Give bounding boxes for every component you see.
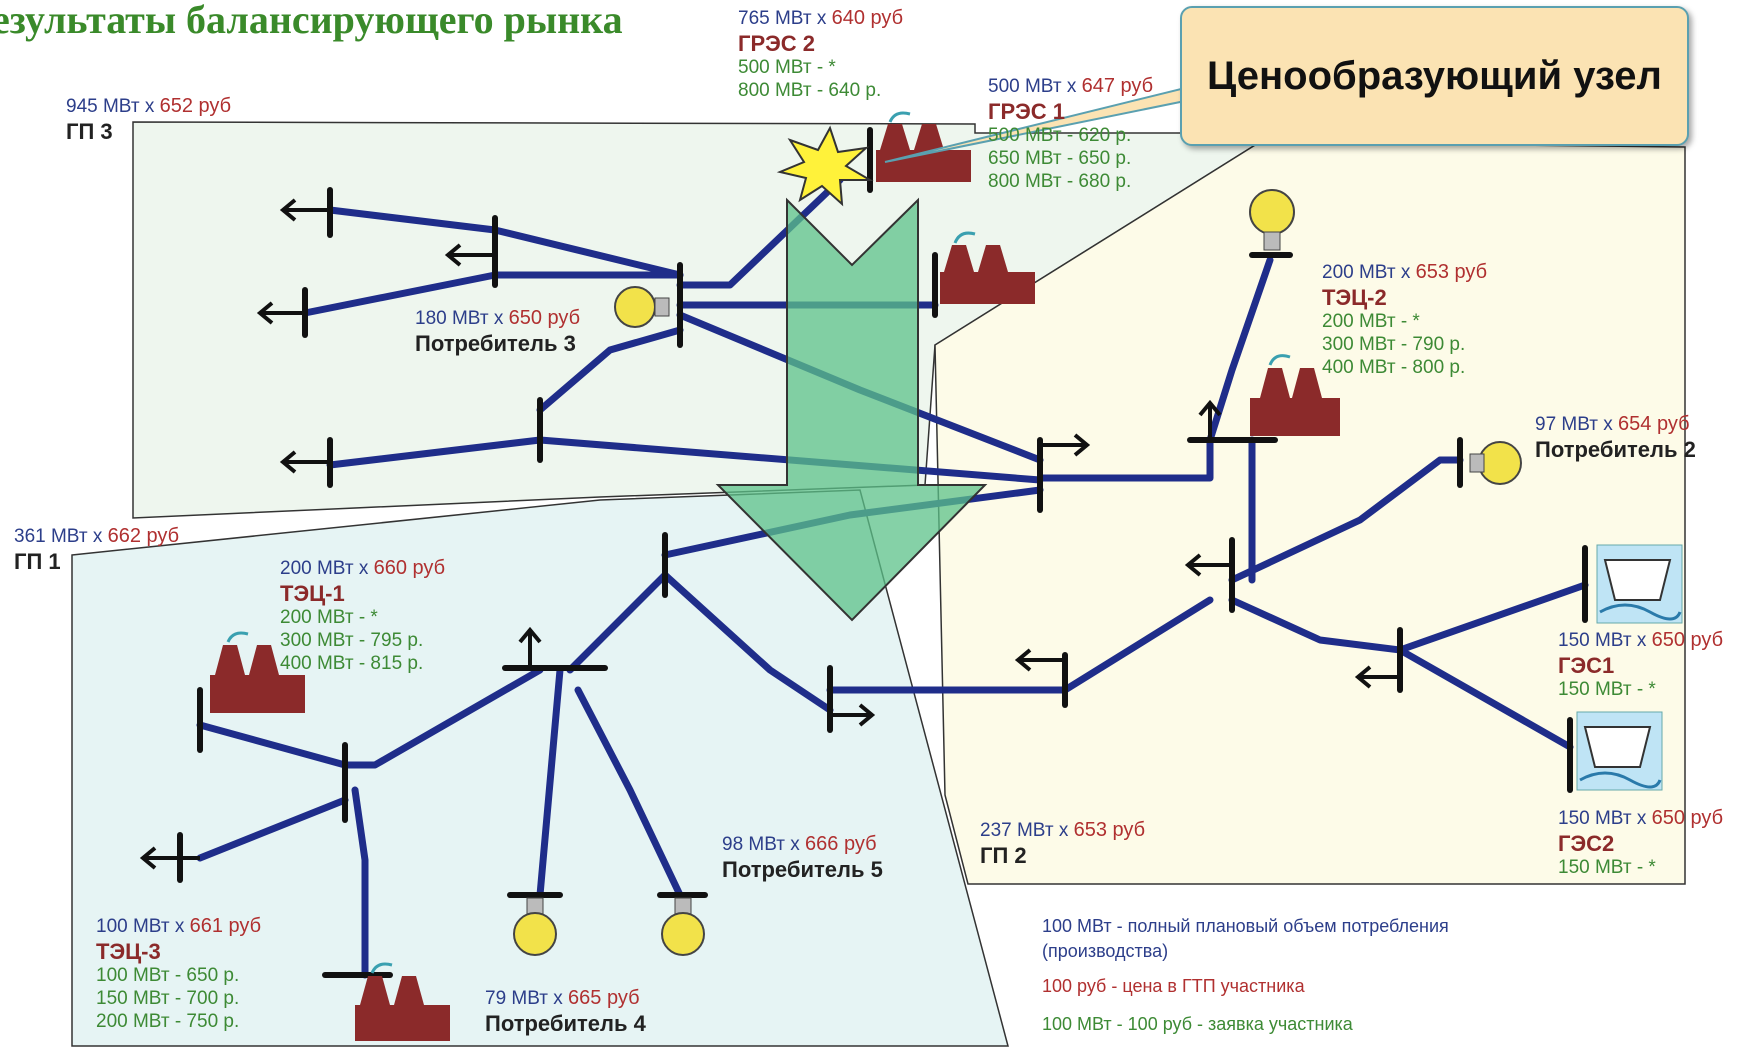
gp3-label: 945 МВт x 652 руб ГП 3 <box>66 95 232 144</box>
node-name: ТЭЦ-3 <box>96 939 161 964</box>
node-price: 640 руб <box>831 7 904 29</box>
node-bid: 400 МВт - 815 р. <box>280 652 424 674</box>
gres1-plant-icon <box>876 111 971 182</box>
ges2-plant-icon <box>1576 711 1663 791</box>
node-price: 662 руб <box>107 525 180 547</box>
node-bid: 300 МВт - 790 р. <box>1322 334 1466 356</box>
node-volume: 500 МВт x <box>988 76 1082 97</box>
node-name: Потребитель 2 <box>1535 437 1696 462</box>
node-volume: 180 МВт x <box>415 308 509 329</box>
node-volume: 361 МВт x <box>14 526 108 547</box>
bus-bars <box>177 127 1588 978</box>
node-price: 653 руб <box>1073 819 1146 841</box>
page-title: езультаты балансирующего рынка <box>0 0 623 42</box>
price-forming-node-callout: Ценообразующий узел <box>1180 6 1689 146</box>
zone-gp1 <box>71 489 1009 1047</box>
node-name: ГЭС2 <box>1558 831 1615 856</box>
tec3-plant-icon <box>355 962 450 1041</box>
node-volume: 945 МВт x <box>66 96 160 117</box>
node-bid: 650 МВт - 650 р. <box>988 148 1132 170</box>
node-name: Потребитель 4 <box>485 1011 646 1036</box>
node-volume: 100 МВт x <box>96 916 190 937</box>
node-name: ГП 1 <box>14 549 61 574</box>
gp1-label: 361 МВт x 662 руб ГП 1 <box>14 525 180 574</box>
node-volume: 150 МВт x <box>1558 808 1652 829</box>
node-volume: 200 МВт x <box>280 558 374 579</box>
node-volume: 97 МВт x <box>1535 414 1619 435</box>
legend-volume: 100 МВт - полный плановый объем потребле… <box>1042 916 1449 936</box>
node-price: 652 руб <box>159 95 232 117</box>
node-price: 653 руб <box>1415 261 1488 283</box>
node-volume: 765 МВт x <box>738 8 832 29</box>
node-bid: 500 МВт - 620 р. <box>988 125 1132 147</box>
node-name: ГРЭС 2 <box>738 31 816 56</box>
node-name: ГЭС1 <box>1558 653 1615 678</box>
node-price: 647 руб <box>1081 75 1154 97</box>
cons5-bulb-icon <box>661 897 705 956</box>
node-bid: 200 МВт - * <box>1322 311 1420 333</box>
tec2-plant-icon <box>1250 354 1340 436</box>
node-name: ГРЭС 1 <box>988 99 1066 124</box>
node-bid: 150 МВт - * <box>1558 679 1656 701</box>
node-name: Потребитель 3 <box>415 331 576 356</box>
node-volume: 237 МВт x <box>980 820 1074 841</box>
tec2-bulb-icon <box>1249 189 1295 251</box>
cons4-bulb-icon <box>513 897 557 956</box>
node-price: 661 руб <box>189 915 262 937</box>
node-volume: 200 МВт x <box>1322 262 1416 283</box>
node-price: 654 руб <box>1618 413 1690 435</box>
node-name: Потребитель 5 <box>722 857 883 882</box>
gres2-plant-icon <box>940 231 1035 304</box>
node-bid: 150 МВт - 700 р. <box>96 988 240 1010</box>
node-volume: 79 МВт x <box>485 988 569 1009</box>
cons3-bulb-icon <box>614 286 670 328</box>
node-bid: 300 МВт - 795 р. <box>280 630 424 652</box>
legend-price: 100 руб - цена в ГТП участника <box>1042 976 1305 996</box>
node-name: ТЭЦ-1 <box>280 581 345 606</box>
node-volume: 98 МВт x <box>722 834 806 855</box>
node-bid: 400 МВт - 800 р. <box>1322 356 1466 378</box>
tec1-plant-icon <box>210 631 305 713</box>
zone-gp2 <box>934 141 1686 885</box>
node-price: 650 руб <box>1651 807 1724 829</box>
gp2-label: 237 МВт x 653 руб ГП 2 <box>980 819 1146 868</box>
node-bid: 800 МВт - 640 р. <box>738 80 882 102</box>
node-price: 650 руб <box>508 307 581 329</box>
node-bid: 150 МВт - * <box>1558 857 1656 879</box>
node-name: ГП 3 <box>66 119 113 144</box>
node-name: ТЭЦ-2 <box>1322 285 1387 310</box>
legend-bid: 100 МВт - 100 руб - заявка участника <box>1042 1014 1353 1034</box>
node-price: 660 руб <box>373 557 446 579</box>
load-arrows <box>139 198 1400 870</box>
node-bid: 200 МВт - 750 р. <box>96 1010 240 1032</box>
node-bid: 800 МВт - 680 р. <box>988 170 1132 192</box>
node-price: 666 руб <box>805 833 877 855</box>
node-bid: 100 МВт - 650 р. <box>96 965 240 987</box>
node-bid: 200 МВт - * <box>280 607 378 629</box>
cons2-bulb-icon <box>1469 441 1522 485</box>
price-forming-node-flash-icon <box>776 125 874 207</box>
flow-arrow <box>715 197 988 622</box>
node-price: 650 руб <box>1651 629 1724 651</box>
node-volume: 150 МВт x <box>1558 630 1652 651</box>
legend-volume-note: (производства) <box>1042 941 1169 961</box>
node-bid: 500 МВт - * <box>738 57 836 79</box>
node-price: 665 руб <box>568 987 640 1009</box>
ges1-plant-icon <box>1596 544 1683 624</box>
node-name: ГП 2 <box>980 843 1027 868</box>
